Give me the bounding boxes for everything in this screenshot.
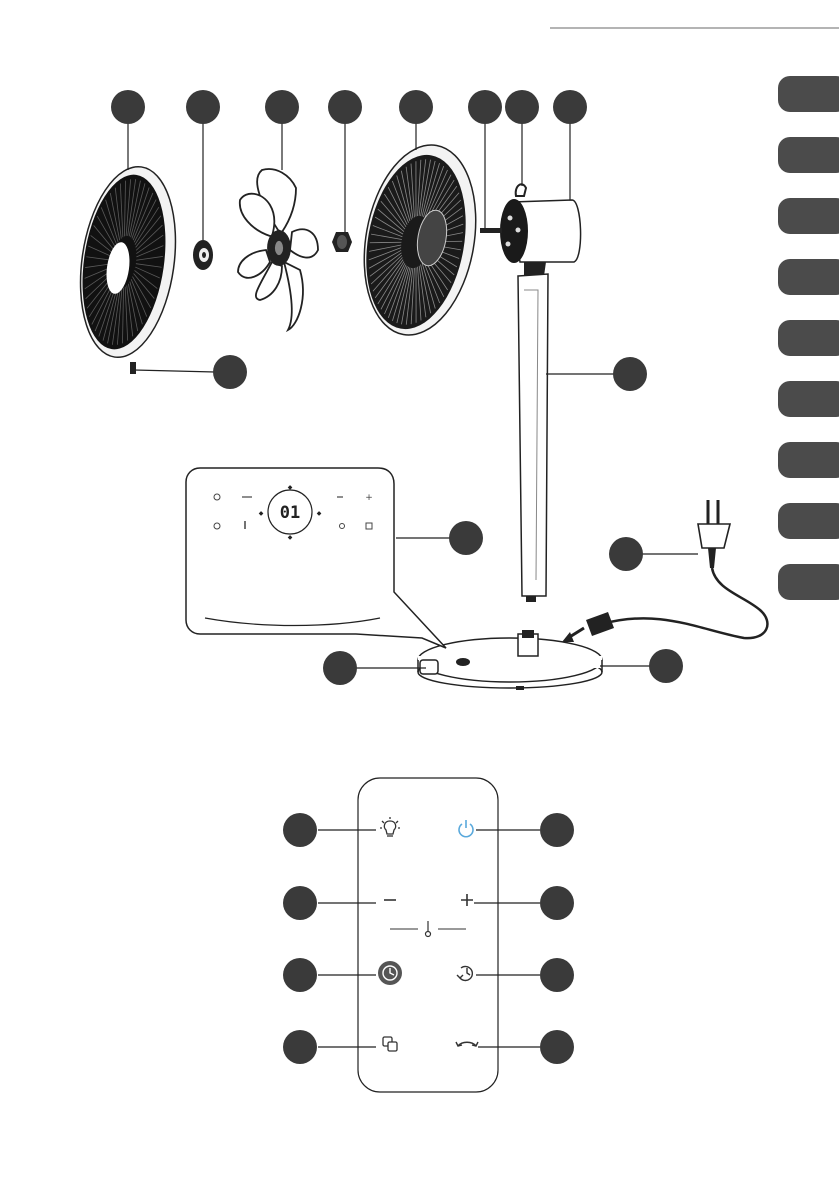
display-digits: 01 — [280, 503, 300, 523]
grille-hook — [516, 184, 526, 196]
front-grille — [69, 161, 187, 374]
remote-control — [358, 778, 498, 1092]
callout-remote-timer — [283, 958, 317, 992]
callout-power-plug — [609, 537, 643, 571]
callout-stand-pole — [613, 357, 647, 391]
callout-motor-shaft — [468, 90, 502, 124]
callout-front-grille — [111, 90, 145, 124]
svg-text:◆: ◆ — [259, 510, 264, 517]
spinner-cap — [193, 240, 213, 270]
callout-fan-blade — [265, 90, 299, 124]
blade-nut — [332, 232, 352, 252]
callout-control-panel — [449, 521, 483, 555]
svg-text:◆: ◆ — [288, 534, 293, 541]
section-tab — [778, 503, 839, 539]
motor-housing — [480, 184, 581, 276]
svg-text:◆: ◆ — [288, 484, 293, 491]
remote-timer-icon — [378, 961, 402, 985]
section-tab — [778, 137, 839, 173]
power-plug — [562, 500, 767, 642]
callout-remote-minus — [283, 886, 317, 920]
section-tab — [778, 381, 839, 417]
callout-rear-grille — [399, 90, 433, 124]
callout-blade-nut — [328, 90, 362, 124]
section-tab — [778, 442, 839, 478]
grille-screw — [130, 362, 136, 374]
callout-base-button — [323, 651, 357, 685]
motor-shaft — [480, 228, 502, 233]
section-tab — [778, 198, 839, 234]
section-tab — [778, 259, 839, 295]
power-cord — [602, 568, 767, 638]
base — [418, 630, 602, 690]
callout-grille-screw — [213, 355, 247, 389]
callout-remote-plus — [540, 886, 574, 920]
fan-blade — [238, 169, 318, 330]
callout-motor-housing — [553, 90, 587, 124]
base-button — [420, 660, 438, 674]
rear-grille — [350, 136, 490, 344]
section-tab — [778, 76, 839, 112]
stand-pole — [518, 274, 548, 602]
callout-grille-hook — [505, 90, 539, 124]
callout-base — [649, 649, 683, 683]
section-tabs — [778, 76, 839, 600]
section-tab — [778, 564, 839, 600]
callout-remote-mode — [283, 1030, 317, 1064]
panel-plus-icon: + — [365, 493, 373, 503]
control-panel: 01 ◆ ◆ ◆ ◆ + — [186, 468, 446, 648]
callout-remote-timer-back — [540, 958, 574, 992]
callout-spinner-cap — [186, 90, 220, 124]
callout-remote-power — [540, 813, 574, 847]
svg-text:◆: ◆ — [317, 510, 322, 517]
section-tab — [778, 320, 839, 356]
callout-remote-light — [283, 813, 317, 847]
callout-remote-oscillation — [540, 1030, 574, 1064]
